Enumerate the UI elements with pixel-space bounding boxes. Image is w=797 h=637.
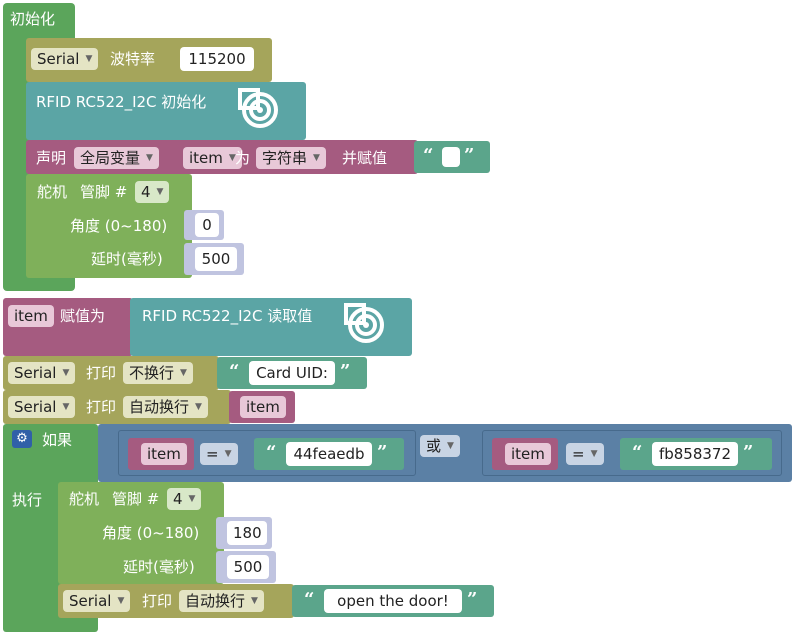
baud-label: 波特率 — [110, 50, 156, 68]
print-label-2: 打印 — [86, 398, 117, 416]
scope-value: 全局变量 — [80, 149, 141, 167]
chevron-down-icon: ▼ — [85, 54, 93, 64]
servo-delay-field-1[interactable]: 500 — [195, 247, 237, 271]
cond1-op-dropdown[interactable]: =▼ — [200, 443, 238, 465]
serial-port-value: Serial — [37, 50, 80, 68]
print-port-value-3: Serial — [69, 592, 112, 610]
assign-label: 赋值为 — [60, 307, 106, 325]
print-port-dropdown-3[interactable]: Serial ▼ — [63, 590, 131, 612]
servo-angle-label-1: 角度 (0~180) — [70, 217, 168, 235]
print-port-dropdown-2[interactable]: Serial ▼ — [8, 396, 76, 418]
chevron-down-icon: ▼ — [228, 153, 236, 163]
chevron-down-icon: ▼ — [195, 402, 202, 412]
chevron-down-icon: ▼ — [590, 449, 598, 459]
cond1-value-field[interactable]: 44feaedb — [286, 442, 372, 466]
print-var-field-2[interactable]: item — [240, 396, 286, 418]
logic-op-dropdown[interactable]: 或▼ — [420, 435, 460, 457]
type-value: 字符串 — [262, 149, 308, 167]
as-label: 为 — [235, 149, 251, 167]
print-label-1: 打印 — [86, 364, 117, 382]
open-quote-icon: “ — [304, 589, 315, 610]
rfid-read-label: RFID RC522_I2C 读取值 — [142, 307, 313, 325]
baud-rate-field[interactable]: 115200 — [180, 47, 254, 71]
cond1-var-value: item — [147, 445, 181, 463]
chevron-down-icon: ▼ — [156, 187, 164, 197]
servo-pin-label-2: 管脚 # — [112, 490, 160, 508]
cond2-value-field[interactable]: fb858372 — [652, 442, 738, 466]
close-quote-icon: ” — [340, 361, 351, 382]
print-mode-dropdown-3[interactable]: 自动换行 ▼ — [179, 590, 264, 612]
servo-label-2: 舵机 — [69, 490, 100, 508]
open-quote-icon: “ — [632, 442, 643, 463]
assign-value-label: 并赋值 — [342, 149, 388, 167]
assign-var-value: item — [14, 307, 48, 325]
servo-pin-dropdown-1[interactable]: 4▼ — [135, 181, 170, 203]
print-port-value-2: Serial — [14, 398, 57, 416]
declare-label: 声明 — [36, 149, 67, 167]
scope-dropdown[interactable]: 全局变量 ▼ — [74, 147, 159, 169]
chevron-down-icon: ▼ — [146, 153, 153, 163]
servo-pin-value-2: 4 — [173, 490, 183, 508]
servo-angle-label-2: 角度 (0~180) — [102, 524, 200, 542]
rfid-icon — [344, 303, 384, 343]
cond1-var-field[interactable]: item — [141, 443, 187, 465]
if-mutator-gear-icon[interactable]: ⚙ — [12, 430, 32, 448]
cond2-op-dropdown[interactable]: =▼ — [566, 443, 604, 465]
rfid-init-label: RFID RC522_I2C 初始化 — [36, 93, 207, 111]
close-quote-icon: ” — [467, 589, 478, 610]
var-name-dropdown[interactable]: item ▼ — [183, 147, 242, 169]
servo-delay-label-1: 延时(毫秒) — [91, 250, 163, 268]
chevron-down-icon: ▼ — [188, 494, 196, 504]
servo-delay-label-2: 延时(毫秒) — [123, 558, 195, 576]
print-label-3: 打印 — [142, 592, 173, 610]
cond1-op-value: = — [206, 445, 219, 463]
print-mode-value-2: 自动换行 — [129, 398, 190, 416]
print-mode-value-1: 不换行 — [129, 364, 175, 382]
servo-pin-dropdown-2[interactable]: 4▼ — [167, 488, 202, 510]
close-quote-icon: ” — [743, 442, 754, 463]
cond2-var-value: item — [511, 445, 545, 463]
string-literal-field[interactable] — [442, 147, 460, 167]
servo-delay-field-2[interactable]: 500 — [227, 555, 269, 579]
assign-var-dropdown[interactable]: item — [8, 305, 54, 327]
close-quote-icon: ” — [464, 145, 475, 166]
print-text-field-1[interactable]: Card UID: — [249, 361, 335, 385]
print-mode-dropdown-2[interactable]: 自动换行 ▼ — [123, 396, 208, 418]
chevron-down-icon: ▼ — [447, 441, 454, 451]
servo-pin-label-1: 管脚 # — [80, 183, 128, 201]
chevron-down-icon: ▼ — [313, 153, 320, 163]
chevron-down-icon: ▼ — [62, 368, 70, 378]
setup-label: 初始化 — [10, 10, 56, 28]
servo-angle-field-2[interactable]: 180 — [227, 521, 267, 545]
print-mode-dropdown-1[interactable]: 不换行 ▼ — [123, 362, 193, 384]
cond2-op-value: = — [572, 445, 585, 463]
chevron-down-icon: ▼ — [117, 596, 125, 606]
open-quote-icon: “ — [266, 442, 277, 463]
chevron-down-icon: ▼ — [62, 402, 70, 412]
chevron-down-icon: ▼ — [224, 449, 232, 459]
chevron-down-icon: ▼ — [251, 596, 258, 606]
chevron-down-icon: ▼ — [180, 368, 187, 378]
open-quote-icon: “ — [229, 361, 240, 382]
do-label: 执行 — [12, 491, 43, 509]
close-quote-icon: ” — [377, 442, 388, 463]
print-mode-value-3: 自动换行 — [185, 592, 246, 610]
print-text-field-3[interactable]: open the door! — [324, 589, 462, 613]
print-port-value-1: Serial — [14, 364, 57, 382]
logic-op-value: 或 — [426, 437, 442, 455]
rfid-icon — [238, 88, 278, 128]
if-label: 如果 — [42, 431, 73, 449]
type-dropdown[interactable]: 字符串 ▼ — [256, 147, 326, 169]
var-name-value: item — [189, 149, 223, 167]
open-quote-icon: “ — [423, 145, 434, 166]
serial-port-dropdown[interactable]: Serial ▼ — [31, 48, 99, 70]
servo-pin-value-1: 4 — [141, 183, 151, 201]
cond2-var-field[interactable]: item — [505, 443, 551, 465]
servo-label-1: 舵机 — [37, 183, 68, 201]
print-port-dropdown-1[interactable]: Serial ▼ — [8, 362, 76, 384]
servo-angle-field-1[interactable]: 0 — [195, 213, 219, 237]
print-var-value-2: item — [246, 398, 280, 416]
